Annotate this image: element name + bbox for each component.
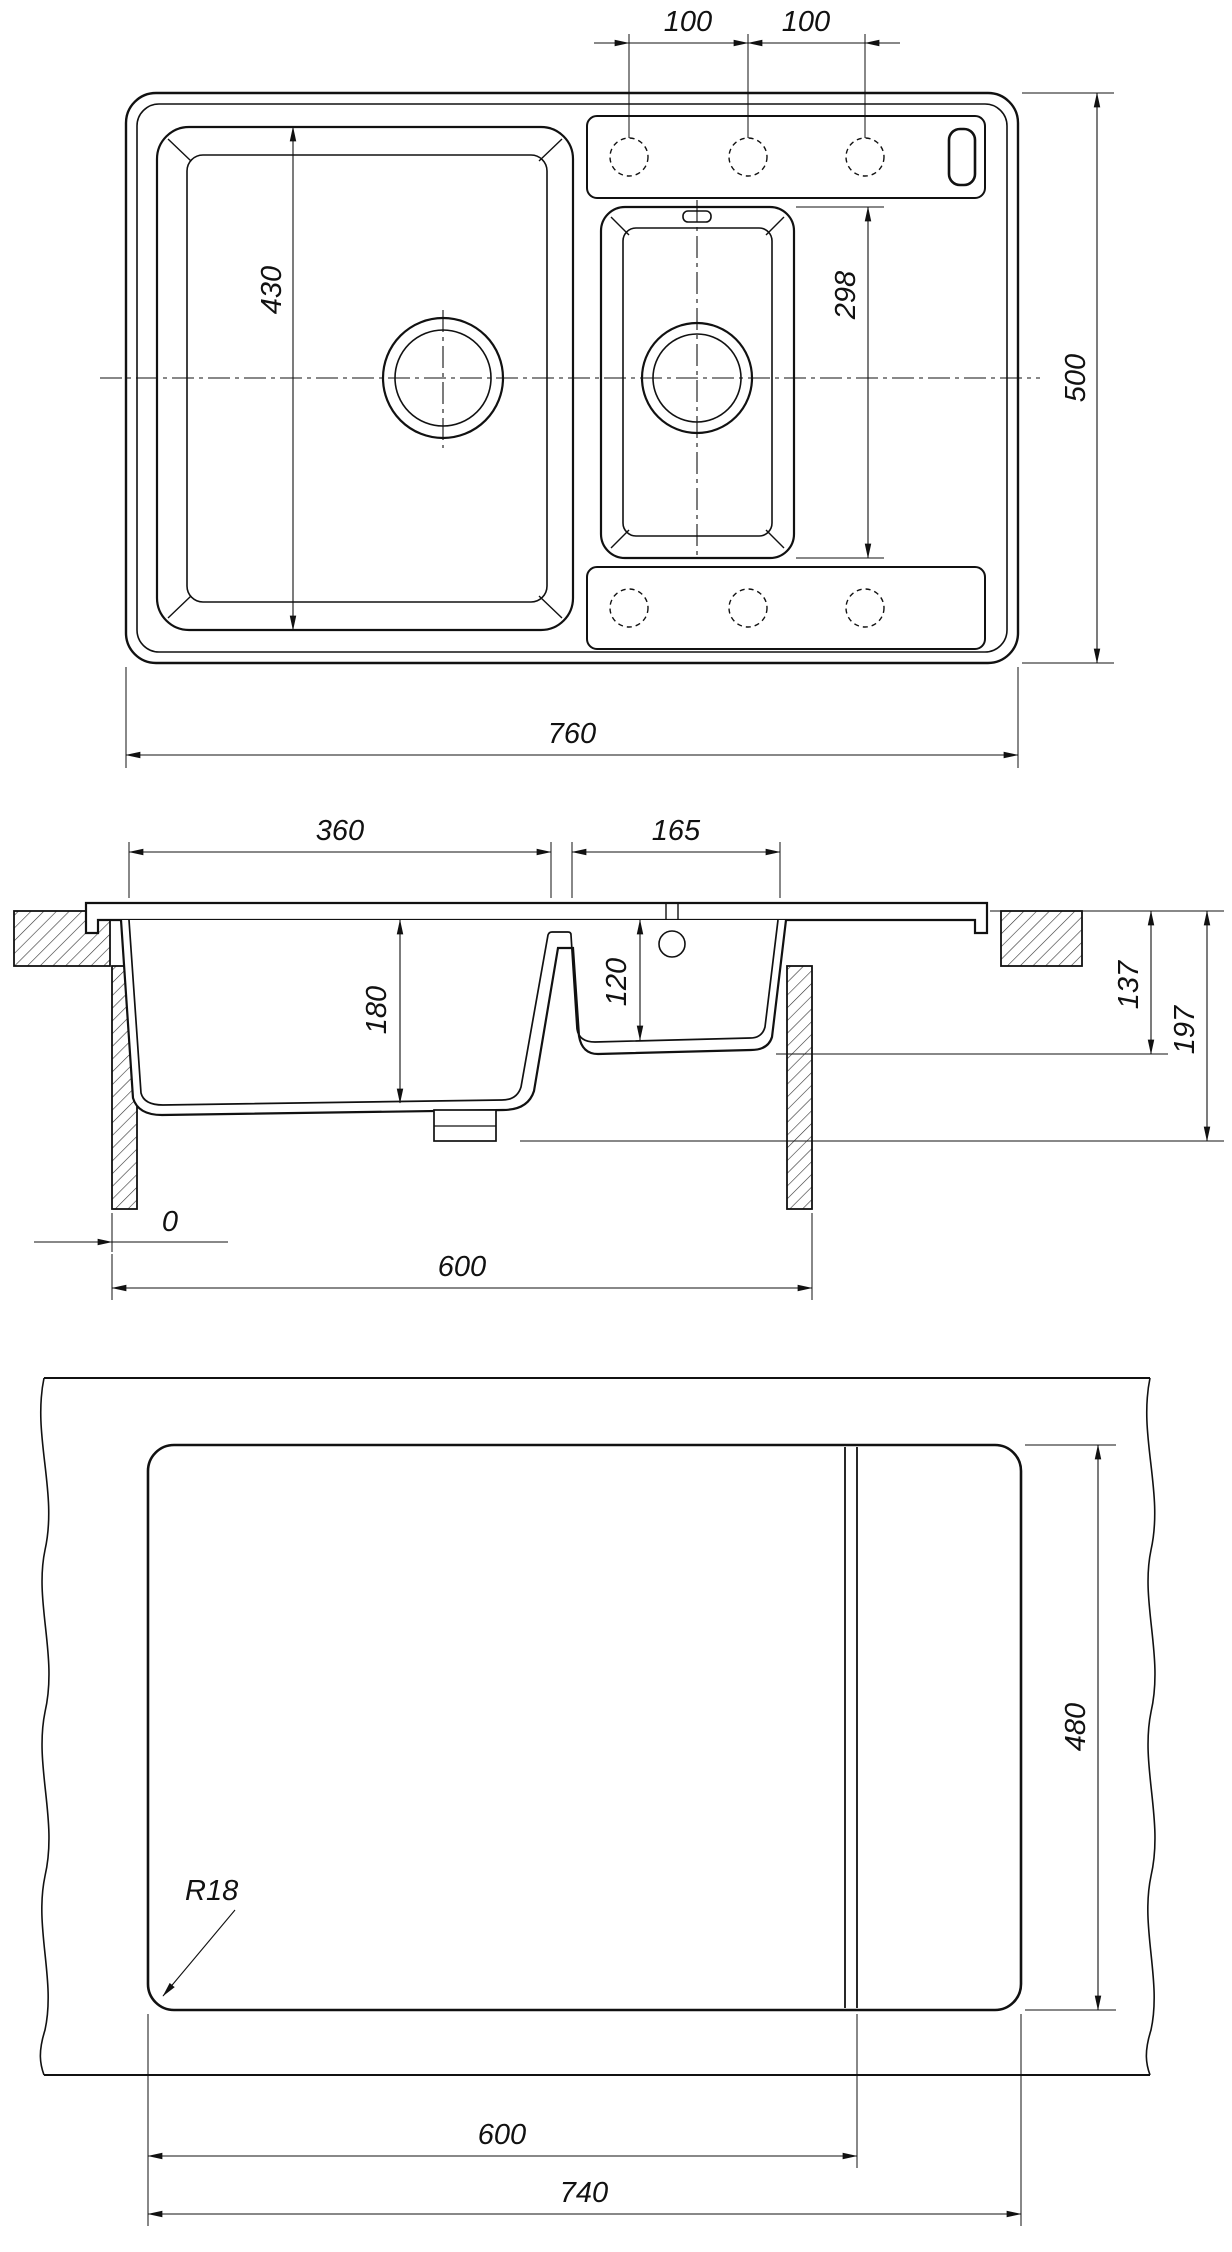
dim-overall-width: 760	[548, 718, 596, 750]
tap-hole	[609, 588, 649, 628]
dim-main-bowl-width: 360	[316, 815, 364, 847]
dispenser-slot	[947, 127, 977, 187]
dim-base-depth: 480	[1060, 1703, 1092, 1751]
dim-tap-pitch-left: 100	[664, 6, 712, 38]
break-line-right	[1145, 1377, 1156, 2076]
tap-hole	[728, 588, 768, 628]
section-view: 360 165 180 120 137 197 0 600	[13, 815, 1224, 1300]
faucet-deck-bottom	[586, 566, 986, 650]
tap-hole	[845, 588, 885, 628]
section-dimensions: 360 165 180 120 137 197 0 600	[34, 815, 1224, 1300]
tap-hole	[728, 137, 768, 177]
dim-small-bowl-width: 165	[652, 815, 701, 847]
faucet-deck-top	[586, 115, 986, 199]
dim-overall-depth: 500	[1060, 354, 1092, 402]
dim-main-bowl-depth: 180	[361, 986, 393, 1034]
dim-main-bowl-length: 430	[256, 266, 288, 314]
bowls-interior-outline	[128, 919, 779, 1106]
dim-cutout-width: 600	[478, 2119, 526, 2151]
tap-hole	[845, 137, 885, 177]
cabinet-wall-right	[786, 965, 813, 1210]
dim-cabinet-width: 600	[438, 1251, 486, 1283]
dim-base-width: 740	[560, 2177, 608, 2209]
tap-hole	[609, 137, 649, 177]
top-view-dimensions: 100 100 430 298 500 760	[125, 6, 1114, 768]
dim-tap-pitch-right: 100	[782, 6, 830, 38]
sink-rim-section	[84, 901, 989, 935]
dim-corner-radius: R18	[185, 1875, 238, 1907]
sink-base-outline	[146, 1443, 1023, 2012]
dim-edge-offset: 0	[162, 1206, 178, 1238]
bottom-view-dimensions: 480 600 740	[147, 1444, 1116, 2226]
top-view: 100 100 430 298 500 760	[100, 6, 1114, 768]
bowls-exterior-outline	[119, 919, 788, 1117]
dim-small-bowl-length: 298	[830, 271, 862, 320]
dim-overall-height: 197	[1169, 1004, 1201, 1054]
dim-small-bowl-depth: 120	[601, 958, 633, 1006]
bottom-view: R18 480 600 740	[39, 1377, 1156, 2226]
tap-hole-section	[658, 930, 686, 958]
bowls-exterior-fill	[121, 920, 786, 1115]
dim-small-bowl-height: 137	[1113, 959, 1145, 1009]
break-line-left	[39, 1377, 50, 2076]
countertop-right	[1000, 910, 1083, 967]
